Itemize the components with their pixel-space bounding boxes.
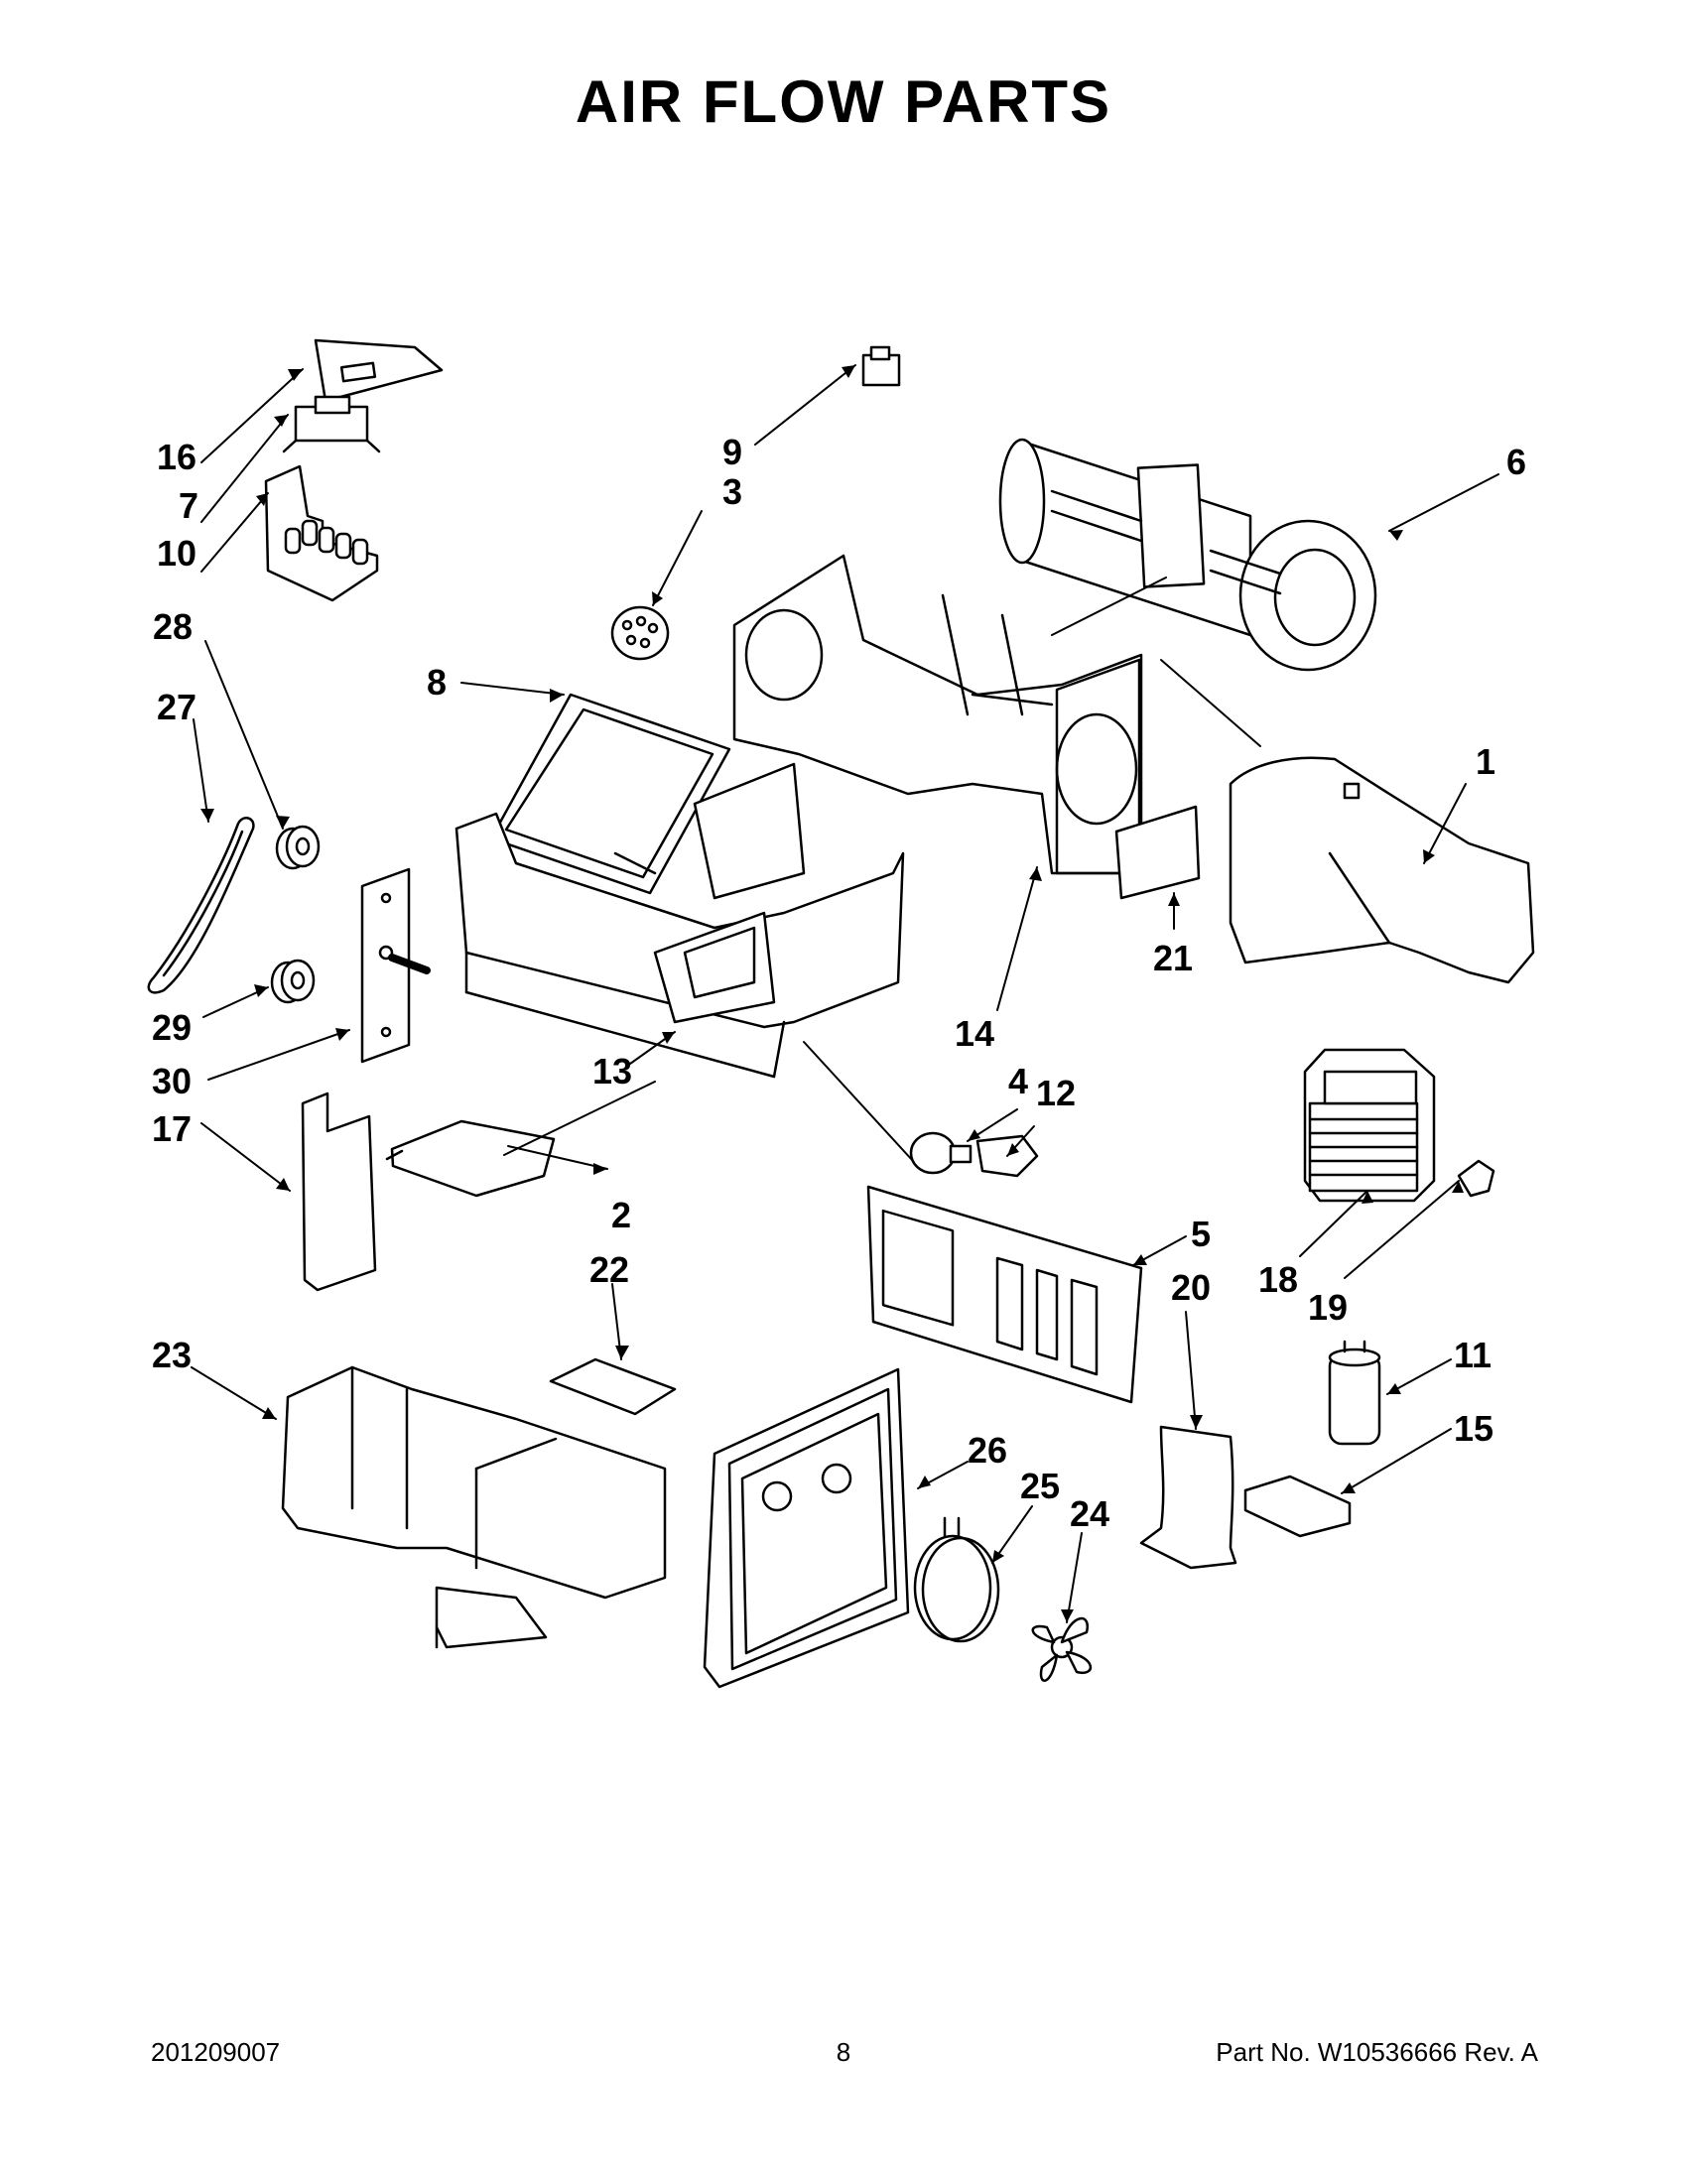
callout-18: 18 [1258, 1259, 1298, 1300]
part-17-bracket [301, 1092, 377, 1292]
callout-labels: 16 7 10 28 27 29 30 17 23 22 2 13 8 9 3 … [152, 432, 1526, 1534]
callout-17: 17 [152, 1108, 192, 1149]
part-21-panel [1114, 805, 1201, 900]
callout-4: 4 [1008, 1061, 1028, 1101]
part-24-fan [1031, 1616, 1093, 1683]
part-7-switch [282, 395, 381, 453]
cavity-base-tray [454, 762, 905, 1079]
callout-27: 27 [157, 687, 196, 727]
part-10-board [264, 464, 379, 602]
callout-30: 30 [152, 1061, 192, 1101]
callout-25: 25 [1020, 1466, 1060, 1506]
part-4-lamp [909, 1131, 973, 1175]
leader-lines [191, 364, 1499, 1623]
callout-16: 16 [157, 437, 196, 477]
page-number: 8 [836, 2037, 851, 2067]
callout-19: 19 [1308, 1287, 1348, 1328]
callout-12: 12 [1036, 1073, 1076, 1113]
part-8-filter [489, 693, 731, 895]
part-20-duct [1139, 1425, 1237, 1570]
callout-26: 26 [968, 1430, 1007, 1471]
callout-23: 23 [152, 1335, 192, 1375]
part-9-clip [861, 345, 901, 387]
part-number: Part No. W10536666 Rev. A [1216, 2037, 1538, 2067]
part-6-blower [998, 438, 1377, 672]
part-26-frame [703, 1367, 910, 1689]
part-18-transformer [1303, 1048, 1436, 1203]
part-1-duct [1229, 756, 1535, 984]
callout-28: 28 [153, 606, 193, 647]
part-28-pulley [275, 825, 321, 870]
air-guide-assembly [732, 554, 1143, 875]
callout-7: 7 [179, 485, 198, 526]
callout-5: 5 [1191, 1214, 1211, 1254]
part-27-belt [147, 817, 255, 994]
callout-2: 2 [611, 1195, 631, 1235]
part-15-bracket [1243, 1475, 1352, 1538]
part-30-bracket [360, 867, 431, 1064]
part-19-protector [1457, 1159, 1495, 1198]
callout-15: 15 [1454, 1408, 1493, 1449]
part-25-element [913, 1516, 1000, 1643]
part-11-capacitor [1328, 1340, 1381, 1446]
callout-11: 11 [1454, 1335, 1492, 1375]
part-16-plate [314, 338, 444, 403]
callout-14: 14 [955, 1013, 994, 1054]
callout-3: 3 [722, 471, 742, 512]
callout-9: 9 [722, 432, 742, 472]
callout-8: 8 [427, 662, 447, 703]
callout-1: 1 [1476, 741, 1495, 782]
callout-20: 20 [1171, 1267, 1211, 1308]
leader-arrowheads [200, 365, 1464, 1622]
part-5-panel [866, 1185, 1143, 1404]
callout-13: 13 [592, 1051, 632, 1092]
doc-number: 201209007 [151, 2037, 281, 2067]
part-23-airduct [281, 1365, 667, 1649]
part-3-connector [610, 605, 670, 661]
callout-10: 10 [157, 533, 196, 574]
callout-22: 22 [589, 1249, 629, 1290]
callout-6: 6 [1506, 442, 1526, 482]
page-title: AIR FLOW PARTS [575, 68, 1112, 135]
part-29-pulley [270, 959, 316, 1004]
part-22-pad [549, 1357, 677, 1416]
callout-24: 24 [1070, 1493, 1109, 1534]
part-2-shield [385, 1119, 556, 1198]
callout-21: 21 [1153, 938, 1193, 978]
callout-29: 29 [152, 1007, 192, 1048]
